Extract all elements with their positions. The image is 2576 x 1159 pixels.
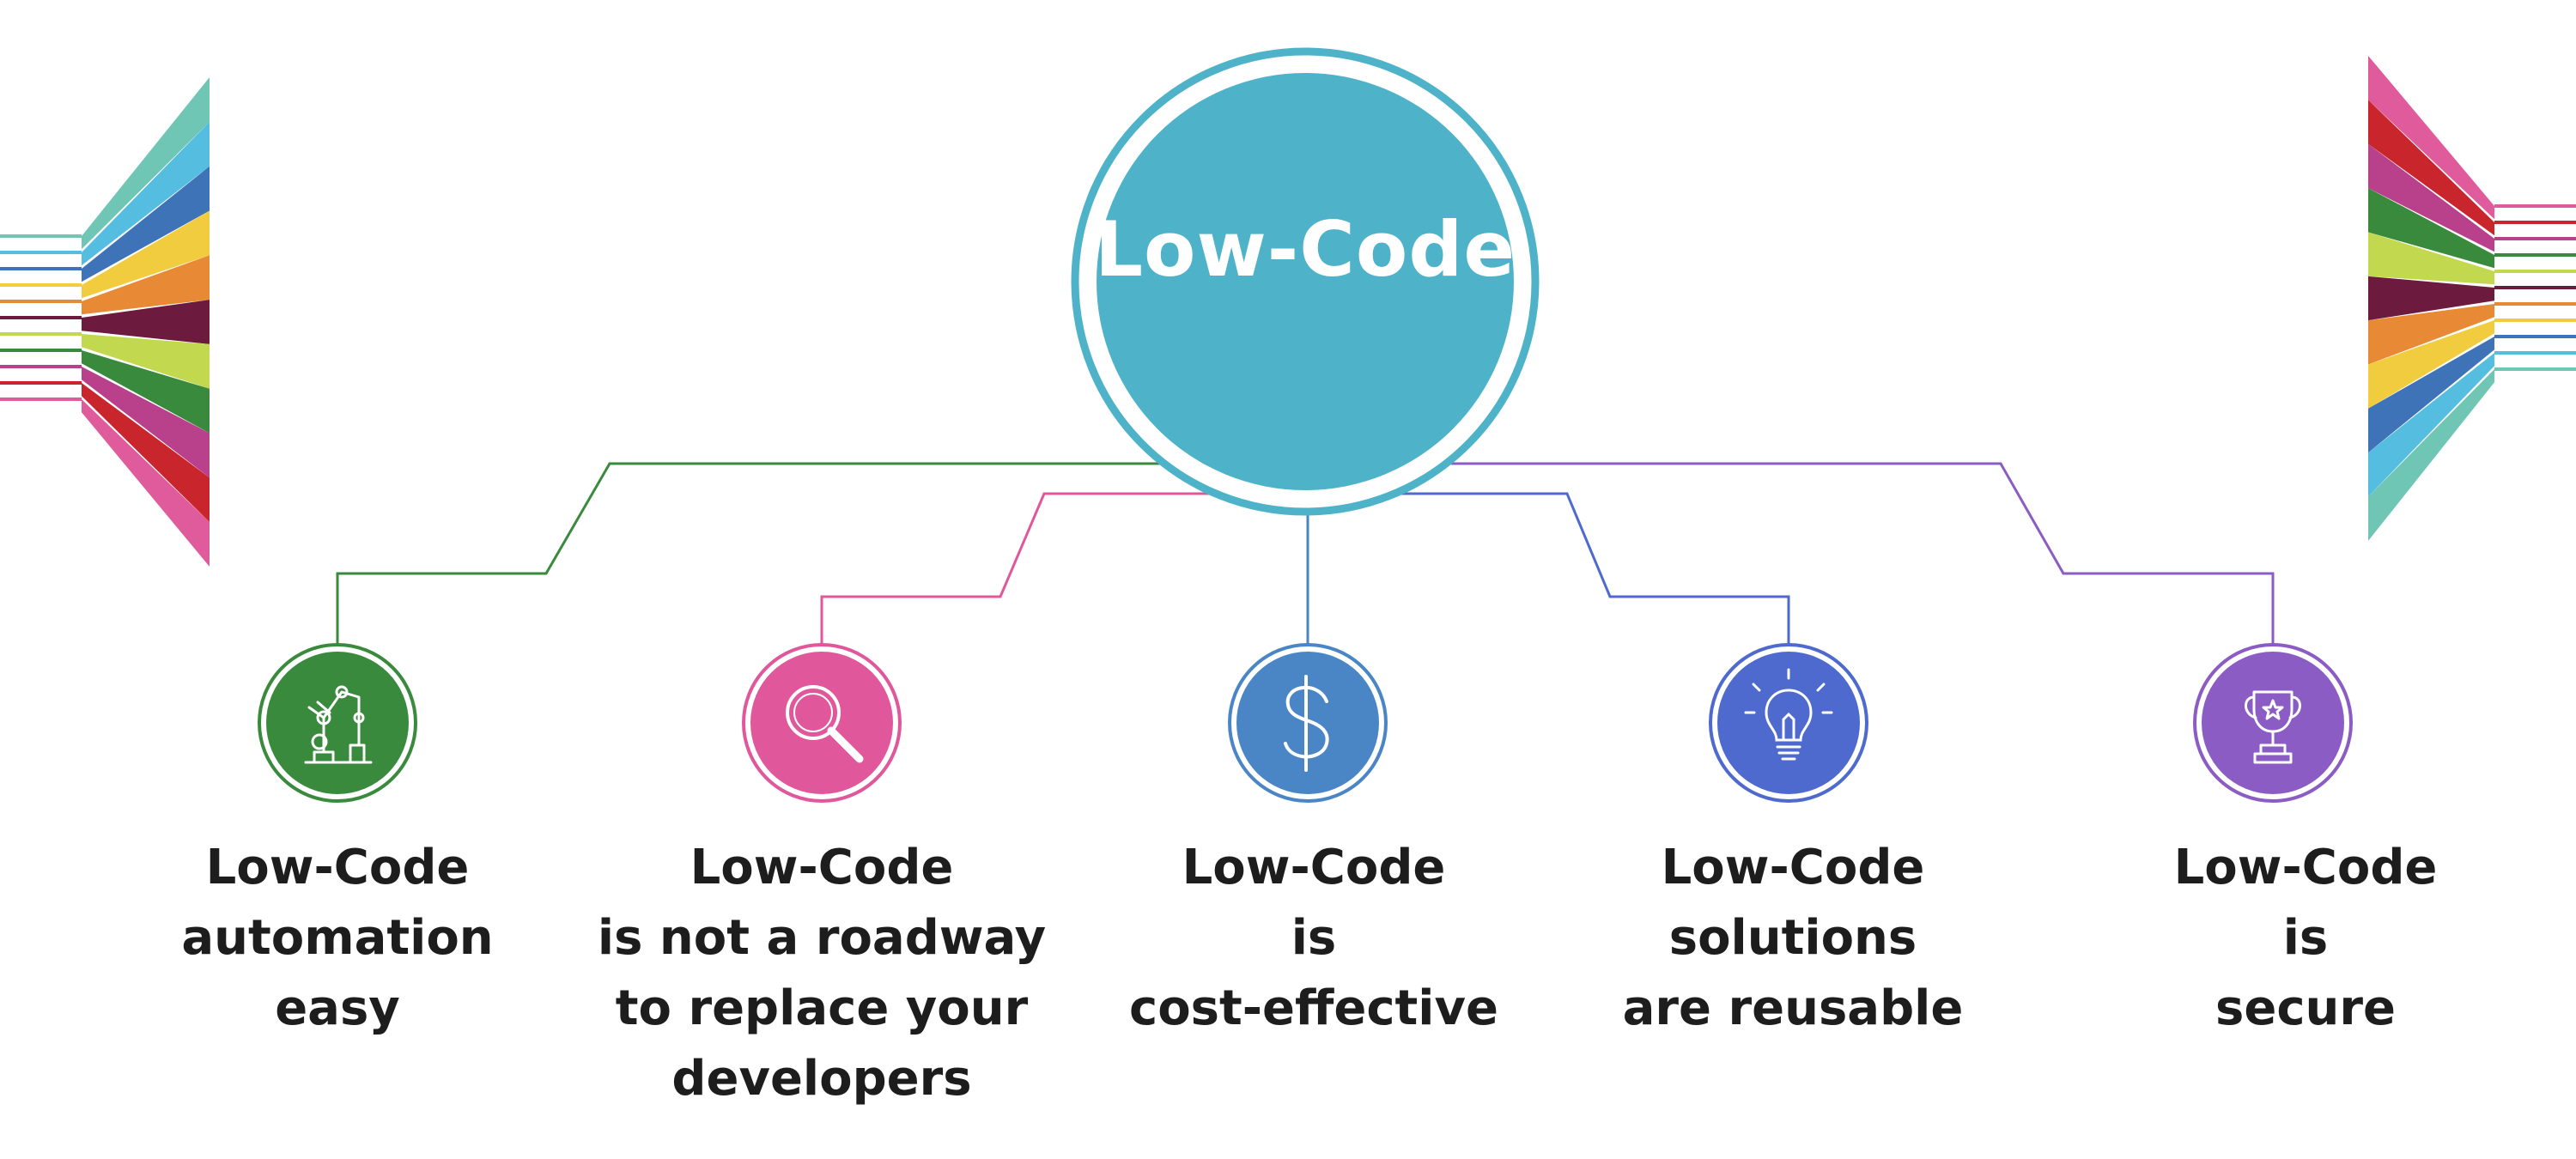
label-secure-line-2: is <box>2282 910 2329 966</box>
dollar-icon <box>1284 675 1329 772</box>
ribbon-band <box>2368 143 2494 252</box>
label-roadway-line-3: to replace your <box>615 980 1029 1036</box>
ribbon-band <box>2368 188 2494 269</box>
ribbon-band <box>82 383 210 523</box>
label-secure-line-3: secure <box>2215 980 2396 1036</box>
label-reusable: Low-Code solutions are reusable <box>1552 833 2033 1044</box>
label-secure: Low-Code is secure <box>2065 833 2546 1044</box>
connector-secure <box>1451 462 2275 648</box>
label-roadway-line-1: Low-Code <box>690 840 954 895</box>
ribbon-band <box>2368 353 2494 497</box>
node-reusable <box>1709 643 1868 803</box>
right-ribbon-decoration <box>2368 56 2576 541</box>
ribbon-band <box>2368 56 2494 220</box>
lightbulb-icon <box>1744 668 1833 761</box>
label-automation-line-3: easy <box>275 980 400 1036</box>
ribbon-band <box>82 166 210 282</box>
node-roadway <box>742 643 902 803</box>
label-cost-line-2: is <box>1291 910 1337 966</box>
ribbon-band <box>82 121 210 266</box>
center-node <box>1097 73 1514 490</box>
label-automation: Low-Code automation easy <box>97 833 578 1044</box>
ribbon-band <box>82 399 210 567</box>
label-automation-line-2: automation <box>181 910 494 966</box>
center-title: Low-Code <box>1094 204 1516 294</box>
node-automation <box>258 643 417 803</box>
label-automation-line-1: Low-Code <box>205 840 470 895</box>
ribbon-band <box>2368 276 2494 321</box>
ribbon-band <box>82 210 210 299</box>
label-cost: Low-Code is cost-effective <box>1073 833 1554 1044</box>
ribbon-band <box>82 255 210 315</box>
label-cost-line-1: Low-Code <box>1182 840 1446 895</box>
label-cost-line-3: cost-effective <box>1129 980 1498 1036</box>
ribbon-band <box>2368 320 2494 409</box>
label-reusable-line-3: are reusable <box>1622 980 1964 1036</box>
left-ribbon-decoration <box>0 77 210 567</box>
label-roadway: Low-Code is not a roadway to replace you… <box>581 833 1062 1114</box>
trophy-icon <box>2245 690 2301 764</box>
robot-arm-icon <box>304 685 373 764</box>
label-secure-line-1: Low-Code <box>2173 840 2438 895</box>
label-reusable-line-1: Low-Code <box>1661 840 1925 895</box>
ribbon-band <box>82 334 210 389</box>
ribbon-band <box>82 300 210 344</box>
connector-roadway <box>820 492 1211 646</box>
ribbon-band <box>2368 232 2494 285</box>
label-roadway-line-4: developers <box>671 1051 972 1107</box>
connector-automation <box>336 462 1168 648</box>
ribbon-band <box>2368 304 2494 365</box>
magnifier-icon <box>786 685 864 763</box>
connector-reusable <box>1391 492 1790 646</box>
label-reusable-line-2: solutions <box>1668 910 1917 966</box>
ribbon-band <box>82 350 210 434</box>
ribbon-band <box>2368 369 2494 541</box>
node-secure <box>2193 643 2353 803</box>
node-cost <box>1228 643 1388 803</box>
ribbon-band <box>82 77 210 250</box>
ribbon-band <box>82 367 210 478</box>
ribbon-band <box>2368 337 2494 453</box>
ribbon-band <box>2368 100 2494 236</box>
label-roadway-line-2: is not a roadway <box>597 910 1047 966</box>
